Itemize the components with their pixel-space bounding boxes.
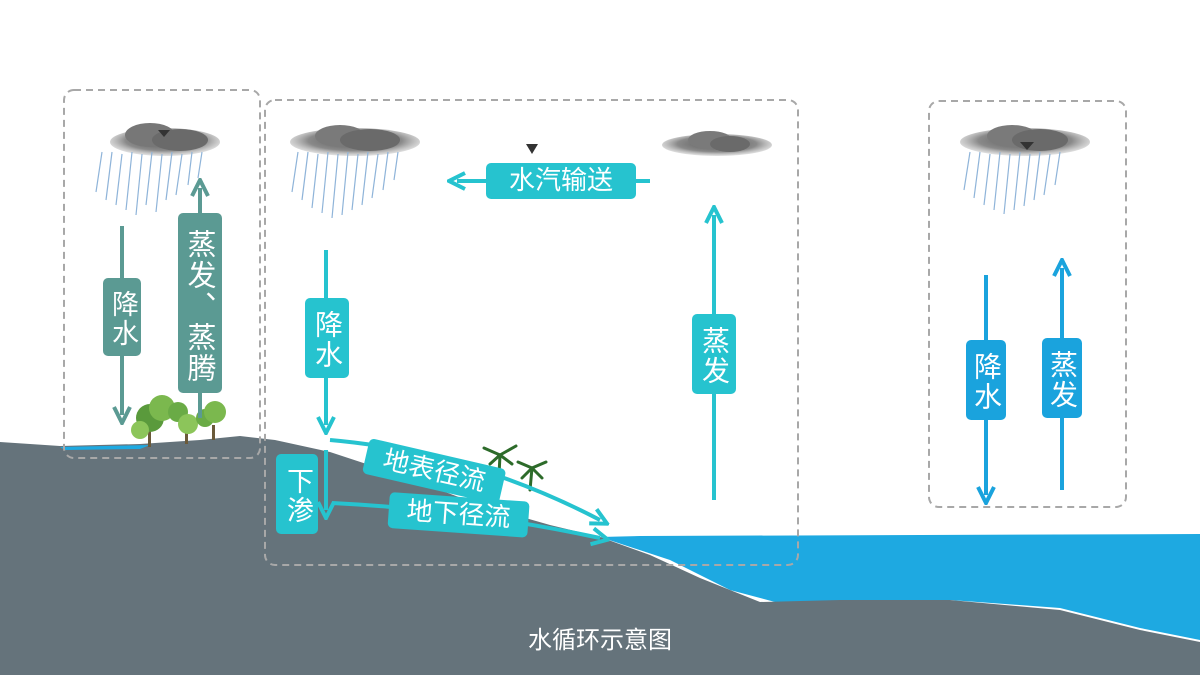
cloud-icon [110,123,220,156]
left-cycle-frame [63,89,261,459]
mid-precip-label: 降水 [305,298,349,378]
right-precip-label: 降水 [966,340,1006,420]
cloud-icon [662,131,772,156]
rain-icon [963,151,1061,215]
lake [60,445,150,450]
sea [600,534,1200,640]
right-cycle-frame [928,100,1127,508]
cloud-icon [290,125,420,156]
vapor-transport-label: 水汽输送 [486,163,636,199]
rain-icon [95,151,203,216]
pointer-triangle-icon [526,144,538,154]
infiltration-label: 下渗 [276,454,318,534]
cloud-icon [960,125,1090,156]
mid-cycle-frame [264,99,799,566]
left-evapo-label: 蒸发、蒸腾 [178,213,222,393]
tree-icon [131,395,226,447]
rain-icon [291,151,399,219]
left-precip-label: 降水 [103,278,141,356]
right-evap-label: 蒸发 [1042,338,1082,418]
diagram-title: 水循环示意图 [528,626,672,654]
mid-evap-label: 蒸发 [692,314,736,394]
